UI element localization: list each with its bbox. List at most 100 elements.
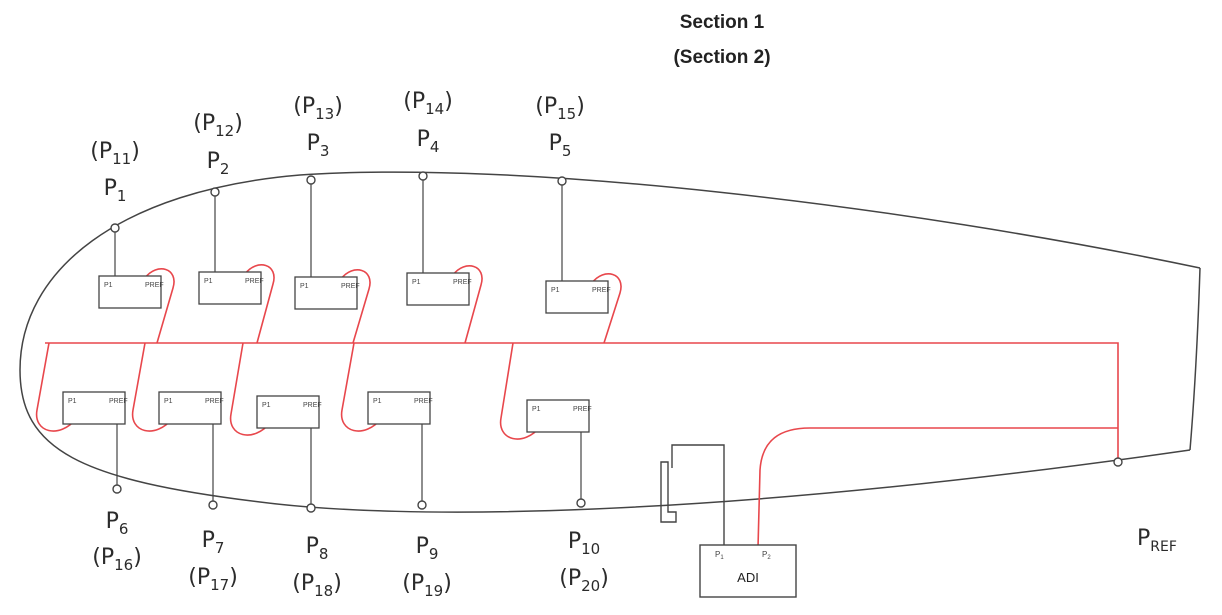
- svg-text:PREF: PREF: [1137, 526, 1177, 555]
- upper-tap-port: [418, 171, 428, 181]
- adi-label: ADI: [737, 570, 759, 585]
- upper-sensor-box-p1-label: P1: [204, 278, 213, 285]
- lower-tap-sec1-label: P9: [416, 534, 439, 563]
- upper-tap-sec1-label-subscript: 5: [562, 142, 572, 160]
- lower-sensor-box-pref-label: PREF: [573, 406, 592, 413]
- upper-sensor-box: [406, 272, 470, 306]
- upper-tap-sec2-label-subscript: 12: [215, 122, 234, 140]
- upper-tap-port: [110, 223, 120, 233]
- lower-tap-sec1-label-letter: P: [568, 529, 581, 554]
- lower-tap-port: [306, 503, 316, 513]
- upper-tap-port: [210, 187, 220, 197]
- upper-tap-sec2-label-open: (: [90, 139, 99, 164]
- lower-sensor-box-p1-label: P1: [262, 402, 271, 409]
- upper-ref-tube: [144, 268, 175, 344]
- adi-port2-label: P: [762, 550, 767, 559]
- lower-tap-sec2-label-subscript: 20: [581, 577, 600, 595]
- upper-tap-sec2-label-letter: P: [412, 89, 425, 114]
- adi-port1-sub: 1: [720, 555, 724, 561]
- upper-tap-sec1-label-letter: P: [307, 131, 320, 156]
- lower-tap-sec1-label-subscript: 9: [429, 545, 439, 563]
- upper-tap-sec2-label: (P11): [90, 139, 140, 168]
- lower-tap-sec1-label: P7: [202, 528, 225, 557]
- lower-tap-sec2-label-subscript: 17: [210, 576, 229, 594]
- upper-tap-port: [557, 176, 567, 186]
- upper-tap-sec1-label-subscript: 4: [430, 138, 440, 156]
- airfoil-outline: [19, 171, 1201, 513]
- lower-tap-sec2-label-letter: P: [568, 566, 581, 591]
- lower-tap-sec1-label-letter: P: [106, 509, 119, 534]
- lower-tap-sec2-label: (P20): [559, 566, 609, 595]
- upper-tap-sec1-label: P4: [417, 127, 440, 156]
- lower-tap-sec2-label-open: (: [188, 565, 197, 590]
- upper-ref-tube: [452, 265, 483, 344]
- upper-sensor-box: [98, 275, 162, 309]
- upper-sensor-box-p1-label: P1: [104, 282, 113, 289]
- upper-tap-sec1-label-letter: P: [207, 149, 220, 174]
- lower-sensor-box-pref-label: PREF: [205, 398, 224, 405]
- upper-tap-sec1-label: P2: [207, 149, 230, 178]
- lower-tap-port: [417, 500, 427, 510]
- lower-sensor-box-p1-label: P1: [532, 406, 541, 413]
- upper-tap-sec2-label-subscript: 15: [557, 105, 576, 123]
- upper-tap-sec1-label: P1: [104, 176, 127, 205]
- upper-tap-sec2-label: (P12): [193, 111, 243, 140]
- upper-sensor-box-p1-label: P1: [551, 287, 560, 294]
- lower-tap-sec2-label-close: ): [333, 571, 342, 596]
- upper-sensor-box-pref-label: PREF: [453, 279, 472, 286]
- section-title: Section 1: [680, 12, 765, 33]
- svg-text:P1: P1: [715, 550, 724, 561]
- lower-sensor-box-pref-label: PREF: [109, 398, 128, 405]
- upper-sensor-box: [198, 271, 262, 305]
- lower-tap-sec1-label-subscript: 10: [581, 540, 600, 558]
- upper-sensor-box-p1-label: P1: [412, 279, 421, 286]
- upper-ref-tube: [244, 264, 275, 344]
- lower-tap-sec2-label-letter: P: [411, 571, 424, 596]
- lower-tap-sec1-label: P8: [306, 534, 329, 563]
- section-subtitle: (Section 2): [673, 47, 770, 68]
- upper-tap-sec1-label: P3: [307, 131, 330, 160]
- adi-port1-label: P: [715, 550, 720, 559]
- pref-label-letter: P: [1137, 526, 1150, 551]
- upper-tap-sec2-label-subscript: 14: [425, 100, 444, 118]
- lower-tap-5: P1 PREF P10 (P20): [499, 342, 609, 595]
- upper-tap-sec2-label-close: ): [131, 139, 140, 164]
- lower-tap-sec2-label-subscript: 16: [114, 556, 133, 574]
- upper-tap-sec2-label-subscript: 11: [112, 150, 131, 168]
- upper-tap-sec2-label-letter: P: [544, 94, 557, 119]
- adi-unit: P1 P2 ADI: [699, 544, 797, 598]
- upper-tap-2: P1 PREF (P12) P2: [193, 111, 275, 344]
- upper-sensor-box-pref-label: PREF: [145, 282, 164, 289]
- lower-tap-sec2-label: (P19): [402, 571, 452, 600]
- lower-tap-sec1-label-subscript: 8: [319, 545, 329, 563]
- reference-port: [1113, 457, 1123, 467]
- upper-tap-sec1-label-letter: P: [417, 127, 430, 152]
- lower-sensor-box: [158, 391, 222, 425]
- upper-tap-sec2-label-close: ): [576, 94, 585, 119]
- upper-tap-sec1-label: P5: [549, 131, 572, 160]
- upper-ref-tube: [591, 273, 622, 344]
- upper-tap-sec1-label-letter: P: [549, 131, 562, 156]
- lower-tap-sec2-label-close: ): [229, 565, 238, 590]
- upper-sensor-box: [294, 276, 358, 310]
- upper-sensor-box-pref-label: PREF: [245, 278, 264, 285]
- lower-tap-sec2-label-open: (: [292, 571, 301, 596]
- upper-tap-sec1-label-subscript: 3: [320, 142, 330, 160]
- lower-sensor-box-p1-label: P1: [68, 398, 77, 405]
- lower-sensor-box-p1-label: P1: [373, 398, 382, 405]
- upper-tap-sec2-label-letter: P: [302, 94, 315, 119]
- lower-sensor-box: [256, 395, 320, 429]
- lower-tap-sec1-label-letter: P: [306, 534, 319, 559]
- lower-sensor-box: [62, 391, 126, 425]
- upper-tap-sec2-label-letter: P: [202, 111, 215, 136]
- lower-tap-sec2-label-open: (: [92, 545, 101, 570]
- lower-sensor-box-pref-label: PREF: [303, 402, 322, 409]
- adi-box: [699, 544, 797, 598]
- lower-tap-sec1-label-subscript: 6: [119, 520, 129, 538]
